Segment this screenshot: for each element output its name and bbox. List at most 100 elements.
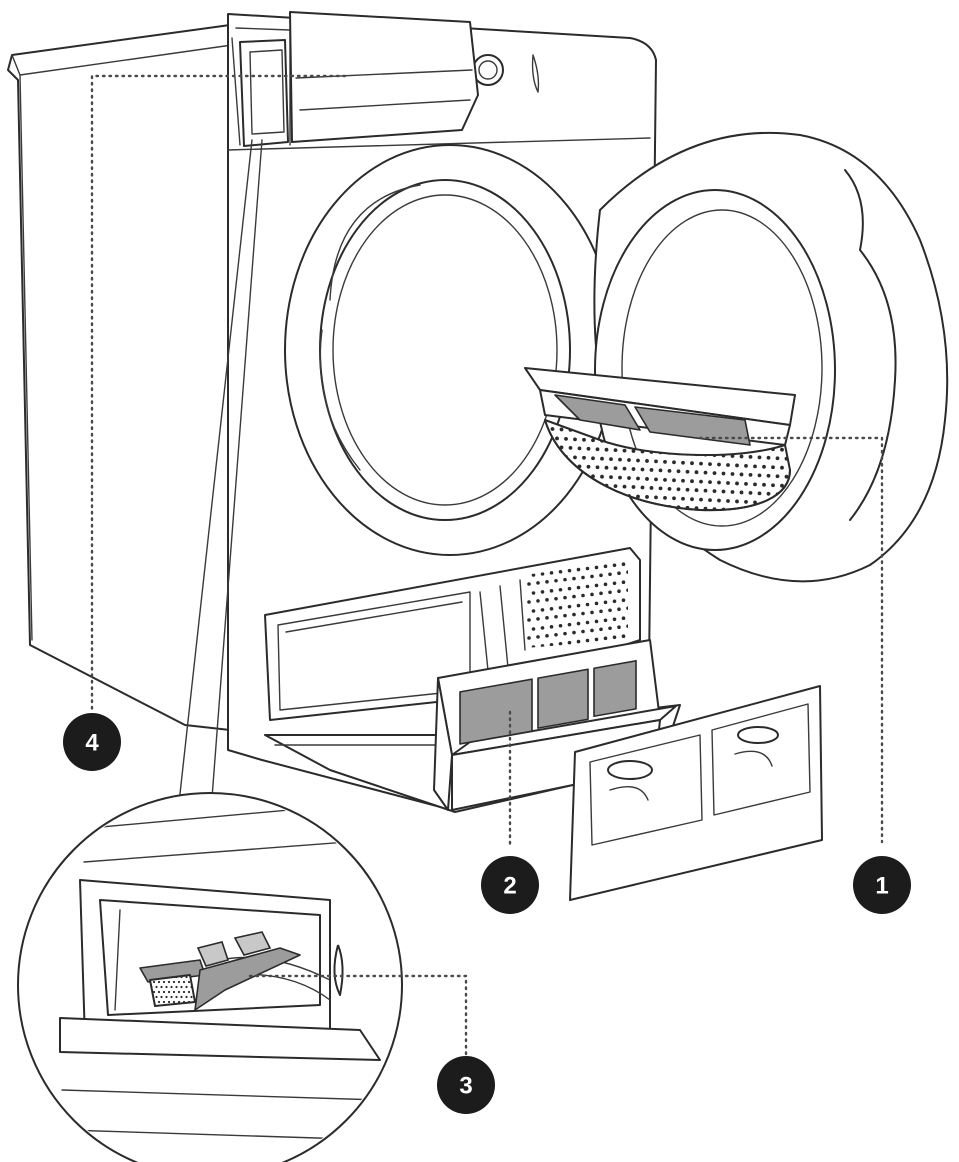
mesh-hole bbox=[762, 464, 766, 469]
mesh-hole bbox=[572, 576, 576, 581]
mesh-hole bbox=[155, 995, 158, 999]
mesh-hole bbox=[549, 589, 554, 593]
mesh-hole bbox=[590, 592, 594, 597]
mesh-hole bbox=[690, 479, 694, 484]
mesh-hole bbox=[631, 467, 636, 471]
mesh-hole bbox=[555, 436, 559, 441]
mesh-hole bbox=[708, 462, 712, 466]
mesh-hole bbox=[685, 487, 690, 492]
mesh-hole bbox=[621, 562, 626, 566]
mesh-hole bbox=[613, 466, 618, 471]
mesh-hole bbox=[536, 581, 540, 585]
inset-detail bbox=[17, 792, 403, 1162]
mesh-hole bbox=[581, 593, 585, 598]
mesh-hole bbox=[167, 1000, 171, 1004]
callout-4: 4 bbox=[63, 713, 121, 771]
mesh-hole bbox=[780, 447, 784, 452]
mesh-hole bbox=[165, 985, 168, 989]
mesh-hole bbox=[572, 612, 576, 617]
mesh-hole bbox=[608, 590, 612, 595]
mesh-hole bbox=[172, 1000, 176, 1004]
mesh-hole bbox=[572, 630, 576, 635]
mesh-hole bbox=[690, 461, 694, 466]
mesh-hole bbox=[699, 497, 703, 502]
mesh-hole bbox=[554, 632, 558, 637]
mesh-hole bbox=[558, 569, 563, 574]
mesh-hole bbox=[558, 641, 563, 646]
callout-number: 3 bbox=[459, 1073, 472, 1100]
mesh-hole bbox=[721, 471, 726, 476]
mesh-hole bbox=[617, 571, 621, 575]
open-door bbox=[593, 131, 949, 583]
mesh-hole bbox=[721, 489, 726, 494]
mesh-hole bbox=[612, 635, 617, 640]
mesh-hole bbox=[177, 1000, 181, 1004]
mesh-hole bbox=[663, 495, 667, 500]
mesh-hole bbox=[527, 618, 531, 622]
mesh-hole bbox=[735, 499, 739, 504]
mesh-hole bbox=[591, 438, 595, 443]
mesh-hole bbox=[563, 595, 567, 600]
mesh-hole bbox=[600, 474, 604, 479]
mesh-hole bbox=[766, 473, 771, 478]
mesh-hole bbox=[190, 985, 193, 989]
mesh-hole bbox=[757, 455, 762, 460]
mesh-hole bbox=[576, 567, 581, 572]
mesh-hole bbox=[663, 459, 667, 464]
callout-1: 1 bbox=[853, 856, 911, 914]
mesh-hole bbox=[622, 448, 627, 453]
mesh-hole bbox=[626, 588, 628, 592]
mesh-hole bbox=[748, 491, 753, 495]
mesh-hole bbox=[690, 497, 694, 502]
mesh-hole bbox=[545, 616, 549, 620]
mesh-hole bbox=[531, 591, 536, 595]
mesh-hole bbox=[540, 590, 545, 594]
callout-number: 2 bbox=[503, 873, 516, 900]
mesh-hole bbox=[591, 456, 595, 461]
mesh-hole bbox=[681, 460, 685, 465]
mesh-hole bbox=[594, 565, 599, 570]
mesh-hole bbox=[784, 456, 789, 461]
mesh-hole bbox=[685, 469, 690, 474]
mesh-hole bbox=[554, 614, 558, 619]
mesh-hole bbox=[172, 980, 176, 984]
mesh-hole bbox=[735, 463, 739, 468]
mesh-hole bbox=[621, 616, 626, 620]
mesh-hole bbox=[187, 990, 191, 994]
mesh-hole bbox=[757, 473, 762, 478]
mesh-hole bbox=[636, 494, 640, 499]
mesh-hole bbox=[162, 990, 166, 994]
mesh-hole bbox=[540, 572, 545, 576]
mesh-hole bbox=[604, 465, 609, 470]
mesh-hole bbox=[165, 995, 168, 999]
mesh-hole bbox=[712, 471, 717, 475]
mesh-hole bbox=[185, 985, 188, 989]
mesh-hole bbox=[531, 573, 536, 577]
callout-circle bbox=[437, 1056, 495, 1114]
mesh-hole bbox=[672, 460, 676, 465]
filter-cover-panel bbox=[569, 685, 823, 901]
mesh-hole bbox=[576, 585, 581, 590]
leader-lines bbox=[90, 74, 884, 1062]
mesh-hole bbox=[590, 574, 594, 579]
mesh-hole bbox=[757, 491, 762, 496]
mesh-hole bbox=[784, 474, 789, 479]
mesh-hole bbox=[175, 995, 178, 999]
mesh-hole bbox=[167, 980, 171, 984]
mesh-hole bbox=[617, 625, 621, 629]
mesh-hole bbox=[667, 486, 672, 491]
mesh-hole bbox=[540, 626, 545, 630]
mesh-hole bbox=[558, 587, 563, 592]
mesh-hole bbox=[187, 980, 191, 984]
mesh-hole bbox=[182, 1000, 186, 1004]
callout-3: 3 bbox=[437, 1056, 495, 1114]
mesh-hole bbox=[608, 572, 612, 577]
callout-number: 4 bbox=[85, 730, 99, 757]
mesh-hole bbox=[744, 482, 748, 486]
mesh-hole bbox=[157, 990, 161, 994]
mesh-hole bbox=[744, 464, 748, 468]
mesh-hole bbox=[726, 481, 730, 485]
mesh-hole bbox=[585, 602, 590, 607]
mesh-hole bbox=[549, 571, 554, 575]
